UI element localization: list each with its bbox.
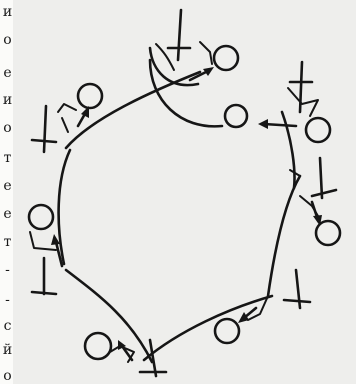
stick-figure-right xyxy=(268,158,340,296)
stick-figure-arm xyxy=(200,42,212,64)
stick-figure-left xyxy=(29,150,70,294)
stick-figure-head xyxy=(225,105,247,127)
text-glyph: т xyxy=(2,234,13,250)
text-glyph: - xyxy=(2,262,13,278)
stick-figure-foot xyxy=(32,292,56,294)
stick-figure-bottom xyxy=(66,270,166,376)
text-glyph: - xyxy=(2,292,13,308)
text-glyph: с xyxy=(2,318,13,334)
stick-figure-foot xyxy=(312,190,336,196)
text-glyph: и xyxy=(2,4,13,20)
motion-path xyxy=(282,112,295,188)
stick-figure-head xyxy=(214,46,238,70)
motion-path xyxy=(268,176,300,296)
stick-figure-head xyxy=(85,333,111,359)
stick-figure-arm xyxy=(58,104,76,112)
stick-figure-ring-illustration xyxy=(13,0,356,384)
stick-figure-arm xyxy=(288,88,318,116)
motion-path xyxy=(144,296,272,360)
text-glyph: й xyxy=(2,342,13,358)
stick-figure-leg xyxy=(178,10,181,60)
stick-figure-head xyxy=(215,319,239,343)
motion-arrow xyxy=(264,124,296,126)
stick-figure-arm xyxy=(62,118,68,132)
stick-figure-head xyxy=(306,118,330,142)
arrow-head xyxy=(258,119,268,129)
stick-figure-head xyxy=(29,205,53,229)
stick-figure-foot xyxy=(284,300,310,302)
text-glyph: е xyxy=(2,65,13,81)
motion-path xyxy=(59,150,70,264)
stick-figure-lower-right xyxy=(144,270,310,360)
page-text-column: и о е и о т е е т - - с й о xyxy=(0,0,13,384)
text-glyph: т xyxy=(2,150,13,166)
text-glyph: и xyxy=(2,92,13,108)
text-glyph: е xyxy=(2,206,13,222)
stick-figure-foot xyxy=(32,140,56,142)
stick-figure-upper-right xyxy=(258,62,330,188)
illustration-canvas xyxy=(13,0,356,384)
stick-figure-head xyxy=(78,84,102,108)
text-glyph: е xyxy=(2,178,13,194)
stick-figure-leg xyxy=(44,106,46,152)
text-glyph: о xyxy=(2,120,13,136)
text-glyph: о xyxy=(2,32,13,48)
stick-figure-leg xyxy=(320,158,322,198)
text-glyph: о xyxy=(2,368,13,384)
